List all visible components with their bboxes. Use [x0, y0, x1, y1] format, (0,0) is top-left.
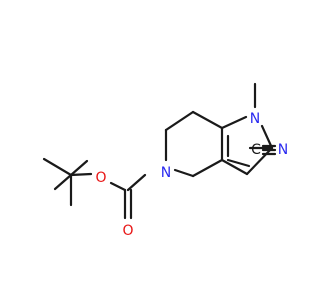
bond-c6-c7	[164, 110, 195, 132]
bond-n1-c2	[260, 124, 274, 150]
atom-label-ester-o: O	[95, 170, 106, 186]
bond-c2-c3	[245, 146, 274, 176]
atom-label-ring-n: N	[161, 165, 171, 181]
bond-c3-c3a-double	[226, 158, 251, 168]
molecule-diagram: N N O O C N	[42, 82, 288, 239]
structure-canvas: N N O O C N	[42, 82, 289, 239]
bond-c7-c7a	[191, 110, 224, 130]
atom-label-pyrrole-n: N	[250, 111, 260, 127]
atom-label-nitrile-c: C	[251, 142, 261, 158]
bond-c3a-c4	[191, 158, 224, 178]
bond-o-carbonyl	[109, 181, 127, 192]
bond-cquat-o	[69, 172, 93, 177]
bond-tbu-methyl-2	[69, 159, 89, 177]
bond-carbonyl-n	[126, 173, 147, 192]
bond-tbu-methyl-3	[53, 173, 73, 191]
tetrahydro-ring	[164, 110, 224, 178]
atom-label-nitrile-n: N	[278, 142, 288, 158]
bond-tbu-methyl-1	[42, 157, 73, 177]
nitrile-group	[248, 144, 277, 156]
tert-butyl-group	[42, 157, 89, 207]
pyrrole-ring	[220, 82, 274, 176]
bond-c7a-n1	[220, 115, 248, 130]
atom-label-carbonyl-o: O	[122, 223, 133, 239]
bond-c4-n	[173, 168, 195, 178]
bond-c3-c3a	[220, 158, 249, 176]
boc-group	[69, 172, 147, 220]
